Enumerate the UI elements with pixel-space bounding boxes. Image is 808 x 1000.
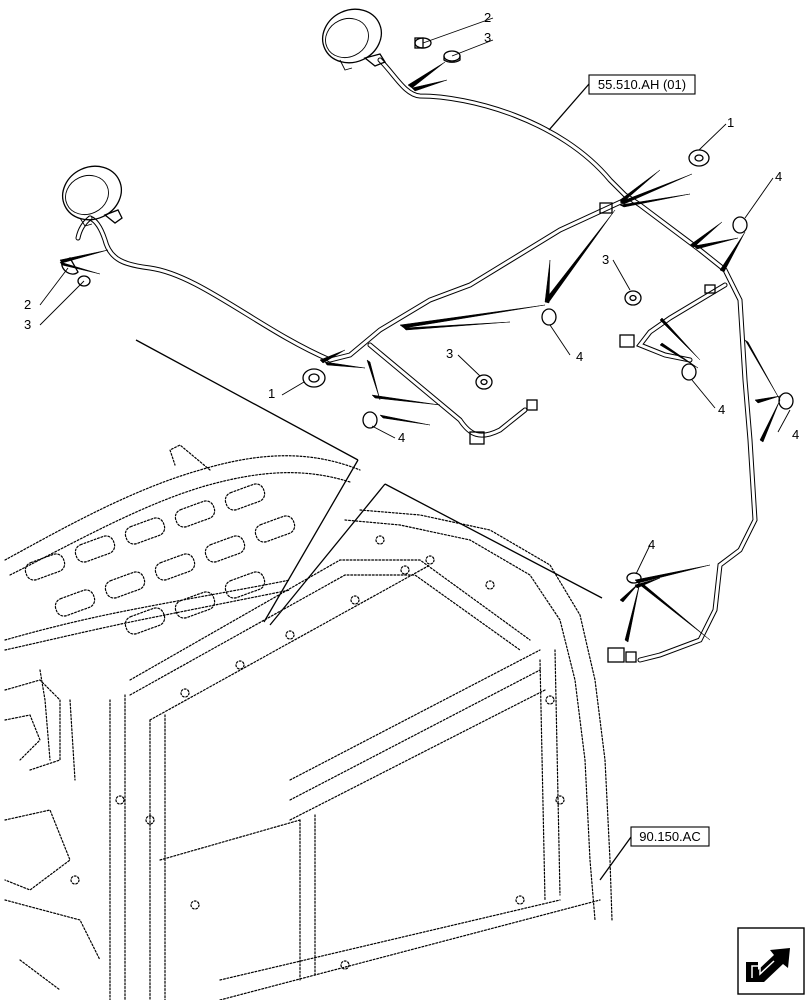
grommet-part-1-center — [302, 368, 326, 388]
callout-labels: 2 3 2 3 1 4 3 4 1 3 4 4 4 4 — [24, 10, 799, 552]
clip-part-4-f — [626, 572, 642, 584]
callout-1-center: 1 — [268, 386, 275, 401]
reference-harness-label: 55.510.AH (01) — [598, 77, 686, 92]
nut-part-3-top — [443, 50, 461, 63]
reference-box-harness[interactable]: 55.510.AH (01) — [588, 74, 696, 95]
reference-box-cab[interactable]: 90.150.AC — [630, 826, 710, 847]
work-lamp-left — [62, 165, 123, 227]
leader-lines — [39, 17, 791, 881]
clip-part-4-e — [778, 392, 794, 410]
wiring-harness — [75, 57, 758, 663]
clip-part-4-a — [732, 216, 748, 234]
callout-4-far-right: 4 — [792, 427, 799, 442]
callout-4-bottom-right: 4 — [648, 537, 655, 552]
nut-part-3-center — [475, 374, 493, 390]
clip-part-4-b — [541, 308, 557, 326]
connectors — [469, 202, 716, 663]
callout-3-top: 3 — [484, 30, 491, 45]
callout-2-left: 2 — [24, 297, 31, 312]
callout-2-top: 2 — [484, 10, 491, 25]
grommet-part-1-right — [688, 149, 710, 167]
callout-4-top-right: 4 — [775, 169, 782, 184]
callout-3-left: 3 — [24, 317, 31, 332]
work-lamp-top — [322, 8, 386, 71]
callout-4-right-lower: 4 — [718, 402, 725, 417]
callout-4-center: 4 — [398, 430, 405, 445]
callout-3-mid-right: 3 — [602, 252, 609, 267]
clip-part-4-c — [362, 411, 378, 429]
clip-part-4-d — [681, 363, 697, 381]
callout-3-center: 3 — [446, 346, 453, 361]
nut-part-3-mid-right — [624, 290, 642, 306]
reference-cab-label: 90.150.AC — [639, 829, 700, 844]
pointer-arrows — [59, 61, 781, 643]
roof-vents — [24, 483, 296, 635]
cab-roof — [4, 444, 613, 1000]
next-page-arrow-icon[interactable] — [737, 927, 805, 995]
callout-1-right: 1 — [727, 115, 734, 130]
nut-part-3-left — [77, 275, 91, 287]
callout-4-mid: 4 — [576, 349, 583, 364]
